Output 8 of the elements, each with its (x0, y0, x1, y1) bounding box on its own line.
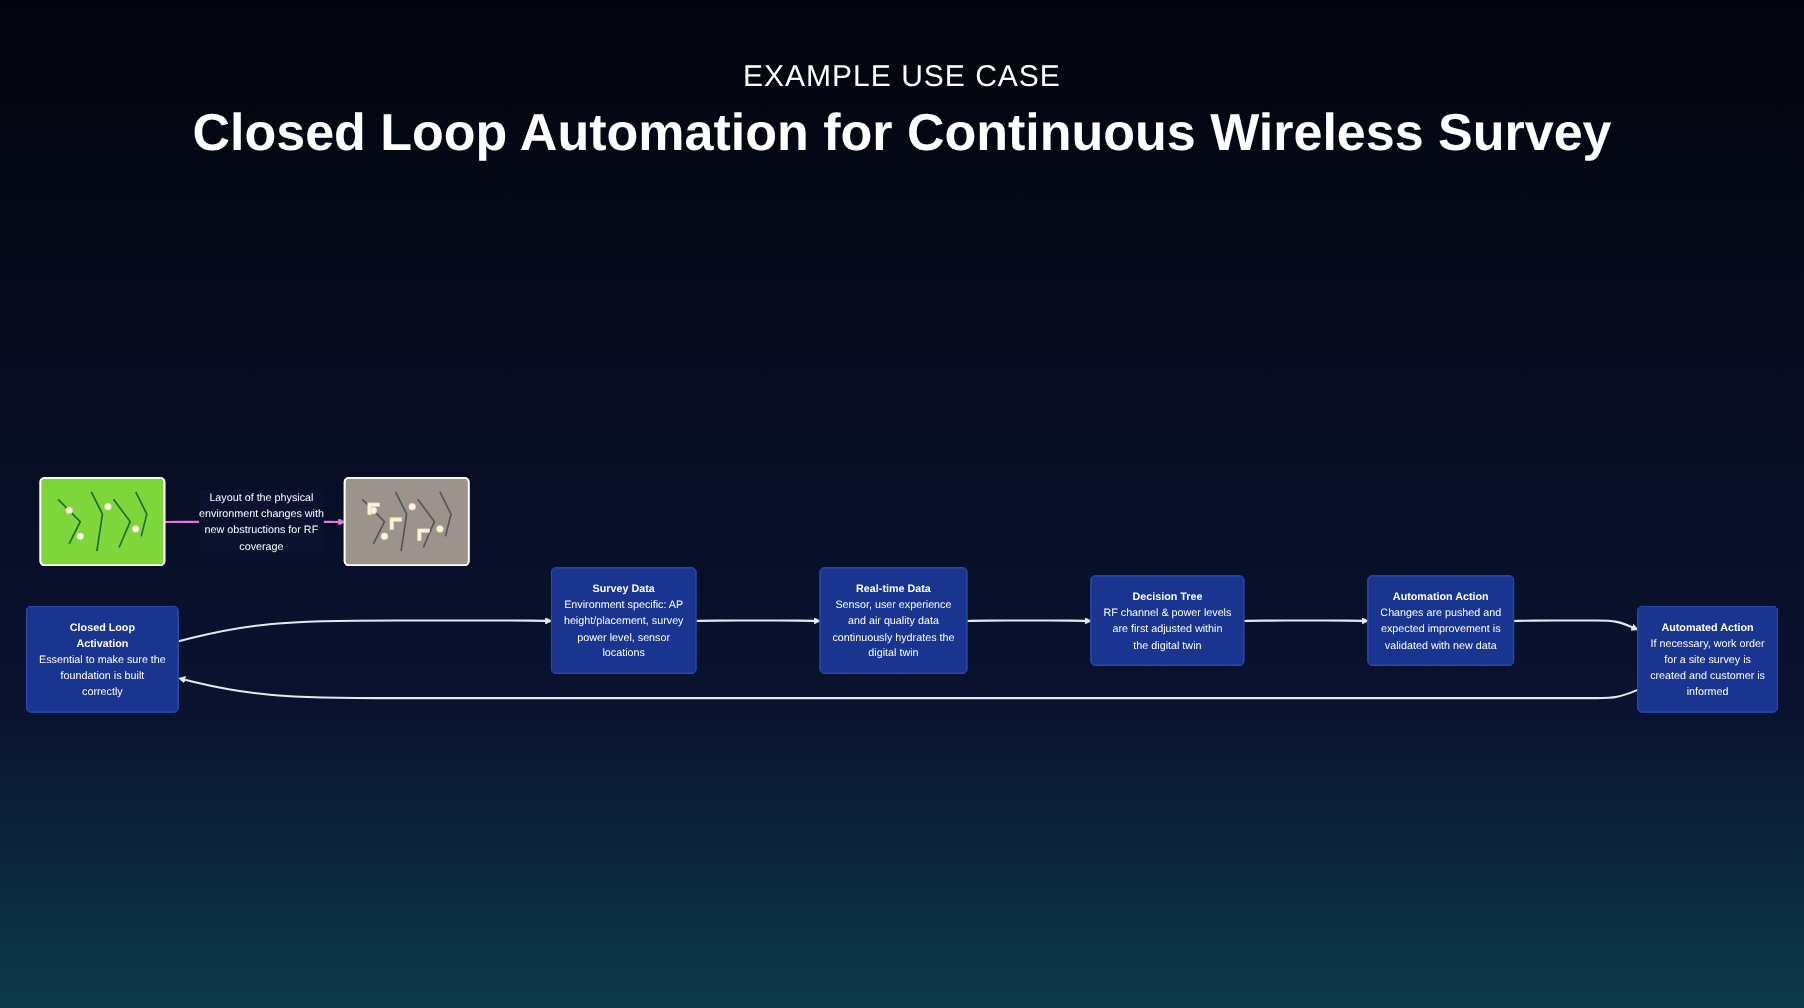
arrow (1244, 617, 1369, 625)
arrow (967, 617, 1092, 625)
arrow (178, 617, 553, 643)
arrow (696, 617, 821, 625)
title: Closed Loop Automation for Continuous Wireless Survey (190, 102, 1614, 164)
arrow (178, 676, 1639, 700)
arrow (1514, 619, 1639, 631)
subtitle: EXAMPLE USE CASE (741, 60, 1063, 94)
